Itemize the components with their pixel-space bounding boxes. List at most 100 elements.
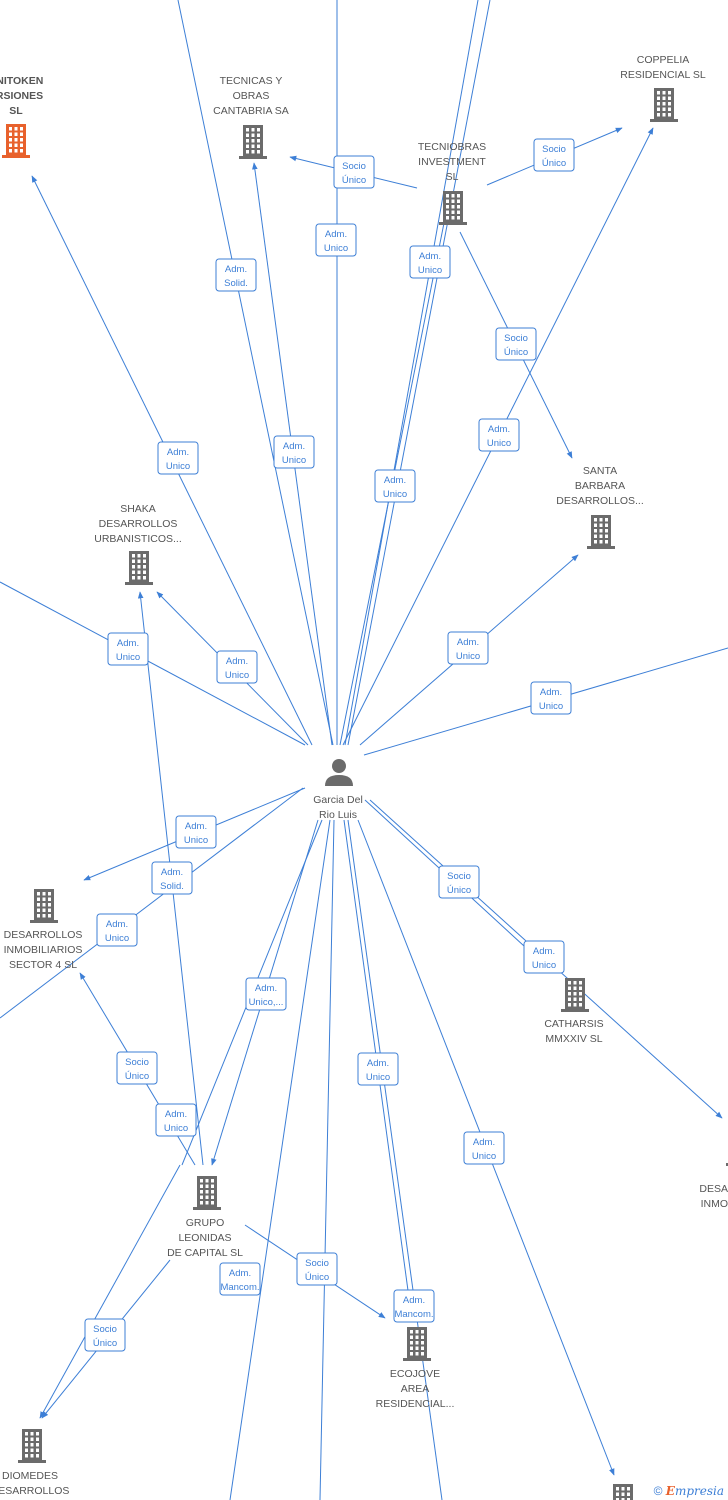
edge-label-text: Unico <box>225 670 249 681</box>
edge-label-text: Unico <box>105 933 129 944</box>
building-icon <box>587 515 615 549</box>
company-label: UNITOKEN <box>0 75 43 87</box>
edge-label-17[interactable]: Adm.Unico <box>523 940 565 974</box>
edge-label-22[interactable]: Adm. Unico <box>357 1052 399 1086</box>
company-node-santa-barbara[interactable]: SANTABARBARADESARROLLOS... <box>556 465 644 549</box>
brand-initial: E <box>665 1484 675 1498</box>
building-icon <box>561 978 589 1012</box>
company-label: MMXXIV SL <box>545 1033 602 1045</box>
edge-label-text: Único <box>125 1071 149 1082</box>
person-icon <box>325 759 353 786</box>
edge-label-text: Único <box>342 175 366 186</box>
edge-label-18[interactable]: Adm.Solid. <box>151 861 193 895</box>
edge-line-16 <box>229 819 331 1500</box>
company-label: DE CAPITAL SL <box>167 1247 243 1259</box>
edge-label-7[interactable]: Adm.Unico <box>157 441 199 475</box>
edge-label-27[interactable]: Adm.Mancom. <box>393 1289 435 1323</box>
edge-labels-layer: SocioÚnicoSocioÚnicoAdm.UnicoAdm.Solid.A… <box>84 138 575 1352</box>
company-label: RESIDENCIAL SL <box>620 69 706 81</box>
company-label: BARBARA <box>575 480 625 492</box>
edge-line-13 <box>0 787 304 1019</box>
company-label: DESARROLLOS... <box>556 495 644 507</box>
edge-label-text: Socio <box>305 1258 329 1269</box>
building-icon <box>193 1176 221 1210</box>
edge-label-text: Adm. <box>106 919 128 930</box>
edge-label-3[interactable]: Adm.Solid. <box>215 258 257 292</box>
edge-label-text: Único <box>93 1338 117 1349</box>
building-icon <box>726 1163 728 1166</box>
edge-label-10[interactable]: Adm.Unico <box>107 632 149 666</box>
edge-label-13[interactable]: Adm.Unico <box>530 681 572 715</box>
edge-label-21[interactable]: Adm.Unico <box>155 1103 197 1137</box>
company-node-ecojove[interactable]: ECOJOVEAREARESIDENCIAL... <box>376 1327 455 1410</box>
edge-label-6[interactable]: Adm.Unico <box>478 418 520 452</box>
edge-label-16[interactable]: Adm. Unico <box>96 913 138 947</box>
building-icon <box>125 551 153 585</box>
edge-label-19[interactable]: Adm. Unico,... <box>245 977 287 1011</box>
edge-label-text: Unico <box>366 1072 390 1083</box>
building-icon <box>30 889 58 923</box>
brand-logo: Empresia <box>666 1484 724 1498</box>
edge-label-23[interactable]: Adm.Unico <box>463 1131 505 1165</box>
company-label: DESA <box>699 1183 728 1195</box>
edge-label-text: Unico <box>487 438 511 449</box>
company-label: SL <box>9 105 23 117</box>
copyright-symbol: © <box>653 1484 663 1498</box>
edge-label-text: Unico <box>116 652 140 663</box>
edge-label-text: Mancom. <box>394 1309 433 1320</box>
company-label: DESARROLLOS <box>4 929 83 941</box>
edge-line-19 <box>347 819 443 1500</box>
edge-label-text: Unico,... <box>249 997 284 1008</box>
edge-label-14[interactable]: Adm.Unico <box>175 815 217 849</box>
edge-label-text: Adm. <box>161 867 183 878</box>
company-label: DIOMEDES <box>2 1470 58 1482</box>
company-node-bottom-right[interactable] <box>609 1484 637 1500</box>
edge-label-text: Único <box>447 885 471 896</box>
edge-label-2[interactable]: Adm.Unico <box>315 223 357 257</box>
company-node-shaka[interactable]: SHAKADESARROLLOSURBANISTICOS... <box>94 503 182 585</box>
company-label: RESIDENCIAL... <box>376 1398 455 1410</box>
company-node-catharsis[interactable]: CATHARSIS MMXXIV SL <box>544 978 604 1045</box>
company-label: ECOJOVE <box>390 1368 440 1380</box>
edge-label-4[interactable]: Adm.Unico <box>409 245 451 279</box>
edge-label-12[interactable]: Adm.Unico <box>447 631 489 665</box>
edge-line-9 <box>0 581 306 746</box>
company-label: URBANISTICOS... <box>94 533 182 545</box>
building-icon <box>439 191 467 225</box>
person-label: Rio Luis <box>319 809 357 821</box>
company-node-unitoken[interactable]: UNITOKENERSIONESSL <box>0 75 43 158</box>
edge-label-text: Adm. <box>419 251 441 262</box>
edge-label-11[interactable]: Adm.Unico <box>216 650 258 684</box>
edge-label-text: Adm. <box>283 441 305 452</box>
company-node-diomedes[interactable]: DIOMEDESDESARROLLOS <box>0 1429 69 1497</box>
company-label: CANTABRIA SA <box>213 105 289 117</box>
edge-label-text: Unico <box>456 651 480 662</box>
edge-label-text: Adm. <box>367 1058 389 1069</box>
edge-label-text: Adm. <box>473 1137 495 1148</box>
edge-label-text: Unico <box>324 243 348 254</box>
edge-label-text: Adm. <box>255 983 277 994</box>
edge-label-25[interactable]: Adm.Mancom. <box>219 1262 261 1296</box>
building-icon <box>613 1484 633 1500</box>
edge-label-8[interactable]: Adm.Unico <box>273 435 315 469</box>
edge-label-9[interactable]: Adm.Unico <box>374 469 416 503</box>
company-label: CATHARSIS <box>544 1018 603 1030</box>
person-label: Garcia Del <box>313 794 363 806</box>
edge-line-25 <box>39 1164 181 1419</box>
company-label: SHAKA <box>120 503 156 515</box>
edge-line-3 <box>347 0 491 746</box>
